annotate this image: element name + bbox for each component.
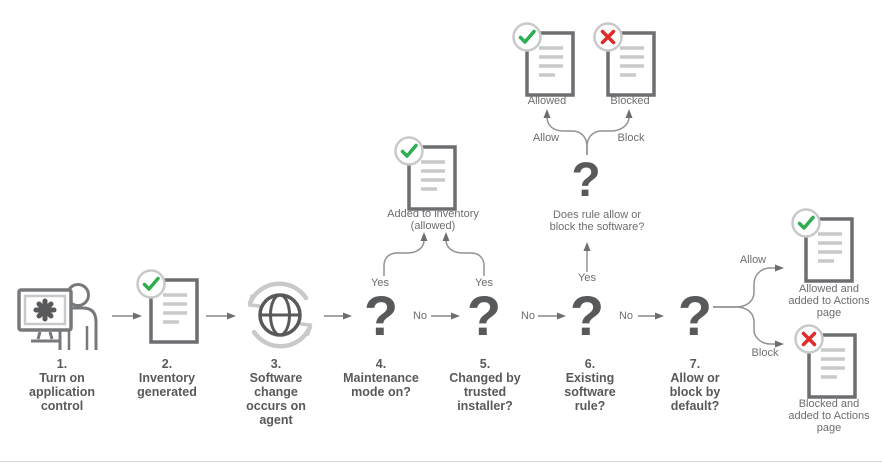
branch-label-no-step6: No [618,310,634,322]
question-mark-rule: ? [571,154,601,207]
question-mark-step7: ? [677,284,713,347]
branch-label-block-step7: Block [751,347,779,359]
curve-step7-allow [713,264,784,308]
check-icon [518,29,536,44]
document-check-icon [394,136,457,211]
branch-label-no-step4: No [412,310,428,322]
step-number: 5. [479,357,491,371]
monitor-stand [36,331,54,340]
branch-label-allow-step7: Allow [739,254,767,266]
step-number: 6. [584,357,596,371]
caption-final-blocked: Blocked and added to Actions page [788,398,870,434]
curve-rule-block [586,109,633,155]
document-lines [421,160,445,191]
check-icon [797,215,815,230]
caption-final-allowed: Allowed and added to Actions page [788,283,870,319]
monitor-user-icon [17,283,98,350]
check-icon [400,143,418,158]
branch-label-allow-rule: Allow [532,132,560,144]
step-number: 7. [689,357,701,371]
cross-icon [600,29,616,45]
caption-added-to-inventory: Added to inventory (allowed) [387,208,479,232]
curve-rule-allow [543,109,588,155]
curve-yes-step5-inventory [442,232,485,276]
step-label-7: 7. Allow or block by default? [659,357,731,413]
caption-blocked: Blocked [610,95,650,107]
curve-step7-block [713,306,784,348]
step-title: Changed by trusted installer? [449,371,521,413]
document-lines [818,232,842,263]
branch-label-yes-step6: Yes [578,272,596,284]
sync-arrows [247,281,313,349]
step-label-4: 4. Maintenance mode on? [333,357,429,399]
step-number: 4. [375,357,387,371]
step-label-5: 5. Changed by trusted installer? [442,357,528,413]
document-lines [821,348,845,379]
step-title: Allow or block by default? [669,371,721,413]
page-bottom-divider [0,461,882,462]
caption-rule-question: Does rule allow or block the software? [549,209,645,233]
curve-yes-step4-inventory [383,232,428,276]
step-label-6: 6. Existing software rule? [554,357,626,413]
step-title: Software change occurs on agent [246,371,306,427]
step-title: Existing software rule? [564,371,616,413]
branch-label-yes-step5: Yes [475,277,493,289]
check-icon [142,276,160,291]
document-lines [620,46,644,77]
step-number: 1. [56,357,68,371]
document-cross-icon [794,324,857,399]
caption-allowed: Allowed [527,95,567,107]
document-lines [163,293,187,324]
document-check-icon [791,208,854,283]
cross-icon [801,331,817,347]
document-check-icon [512,22,575,97]
step-title: Maintenance mode on? [343,371,419,399]
document-lines [539,46,563,77]
step-title: Inventory generated [137,371,197,399]
step-number: 3. [270,357,282,371]
asterisk-glyph [33,298,57,322]
question-mark-step6: ? [569,284,605,347]
branch-label-block-rule: Block [617,132,645,144]
step-number: 2. [161,357,173,371]
branch-label-no-step5: No [520,310,536,322]
step-label-3: 3. Software change occurs on agent [240,357,312,427]
document-cross-icon [593,22,656,97]
step-label-2: 2. Inventory generated [122,357,212,399]
step-title: Turn on application control [29,371,95,413]
question-mark-step4: ? [363,284,399,347]
branch-label-yes-step4: Yes [371,277,389,289]
globe-sync-icon [247,281,313,349]
document-check-icon [136,269,199,344]
step-label-1: 1. Turn on application control [17,357,107,413]
question-mark-step5: ? [466,284,502,347]
